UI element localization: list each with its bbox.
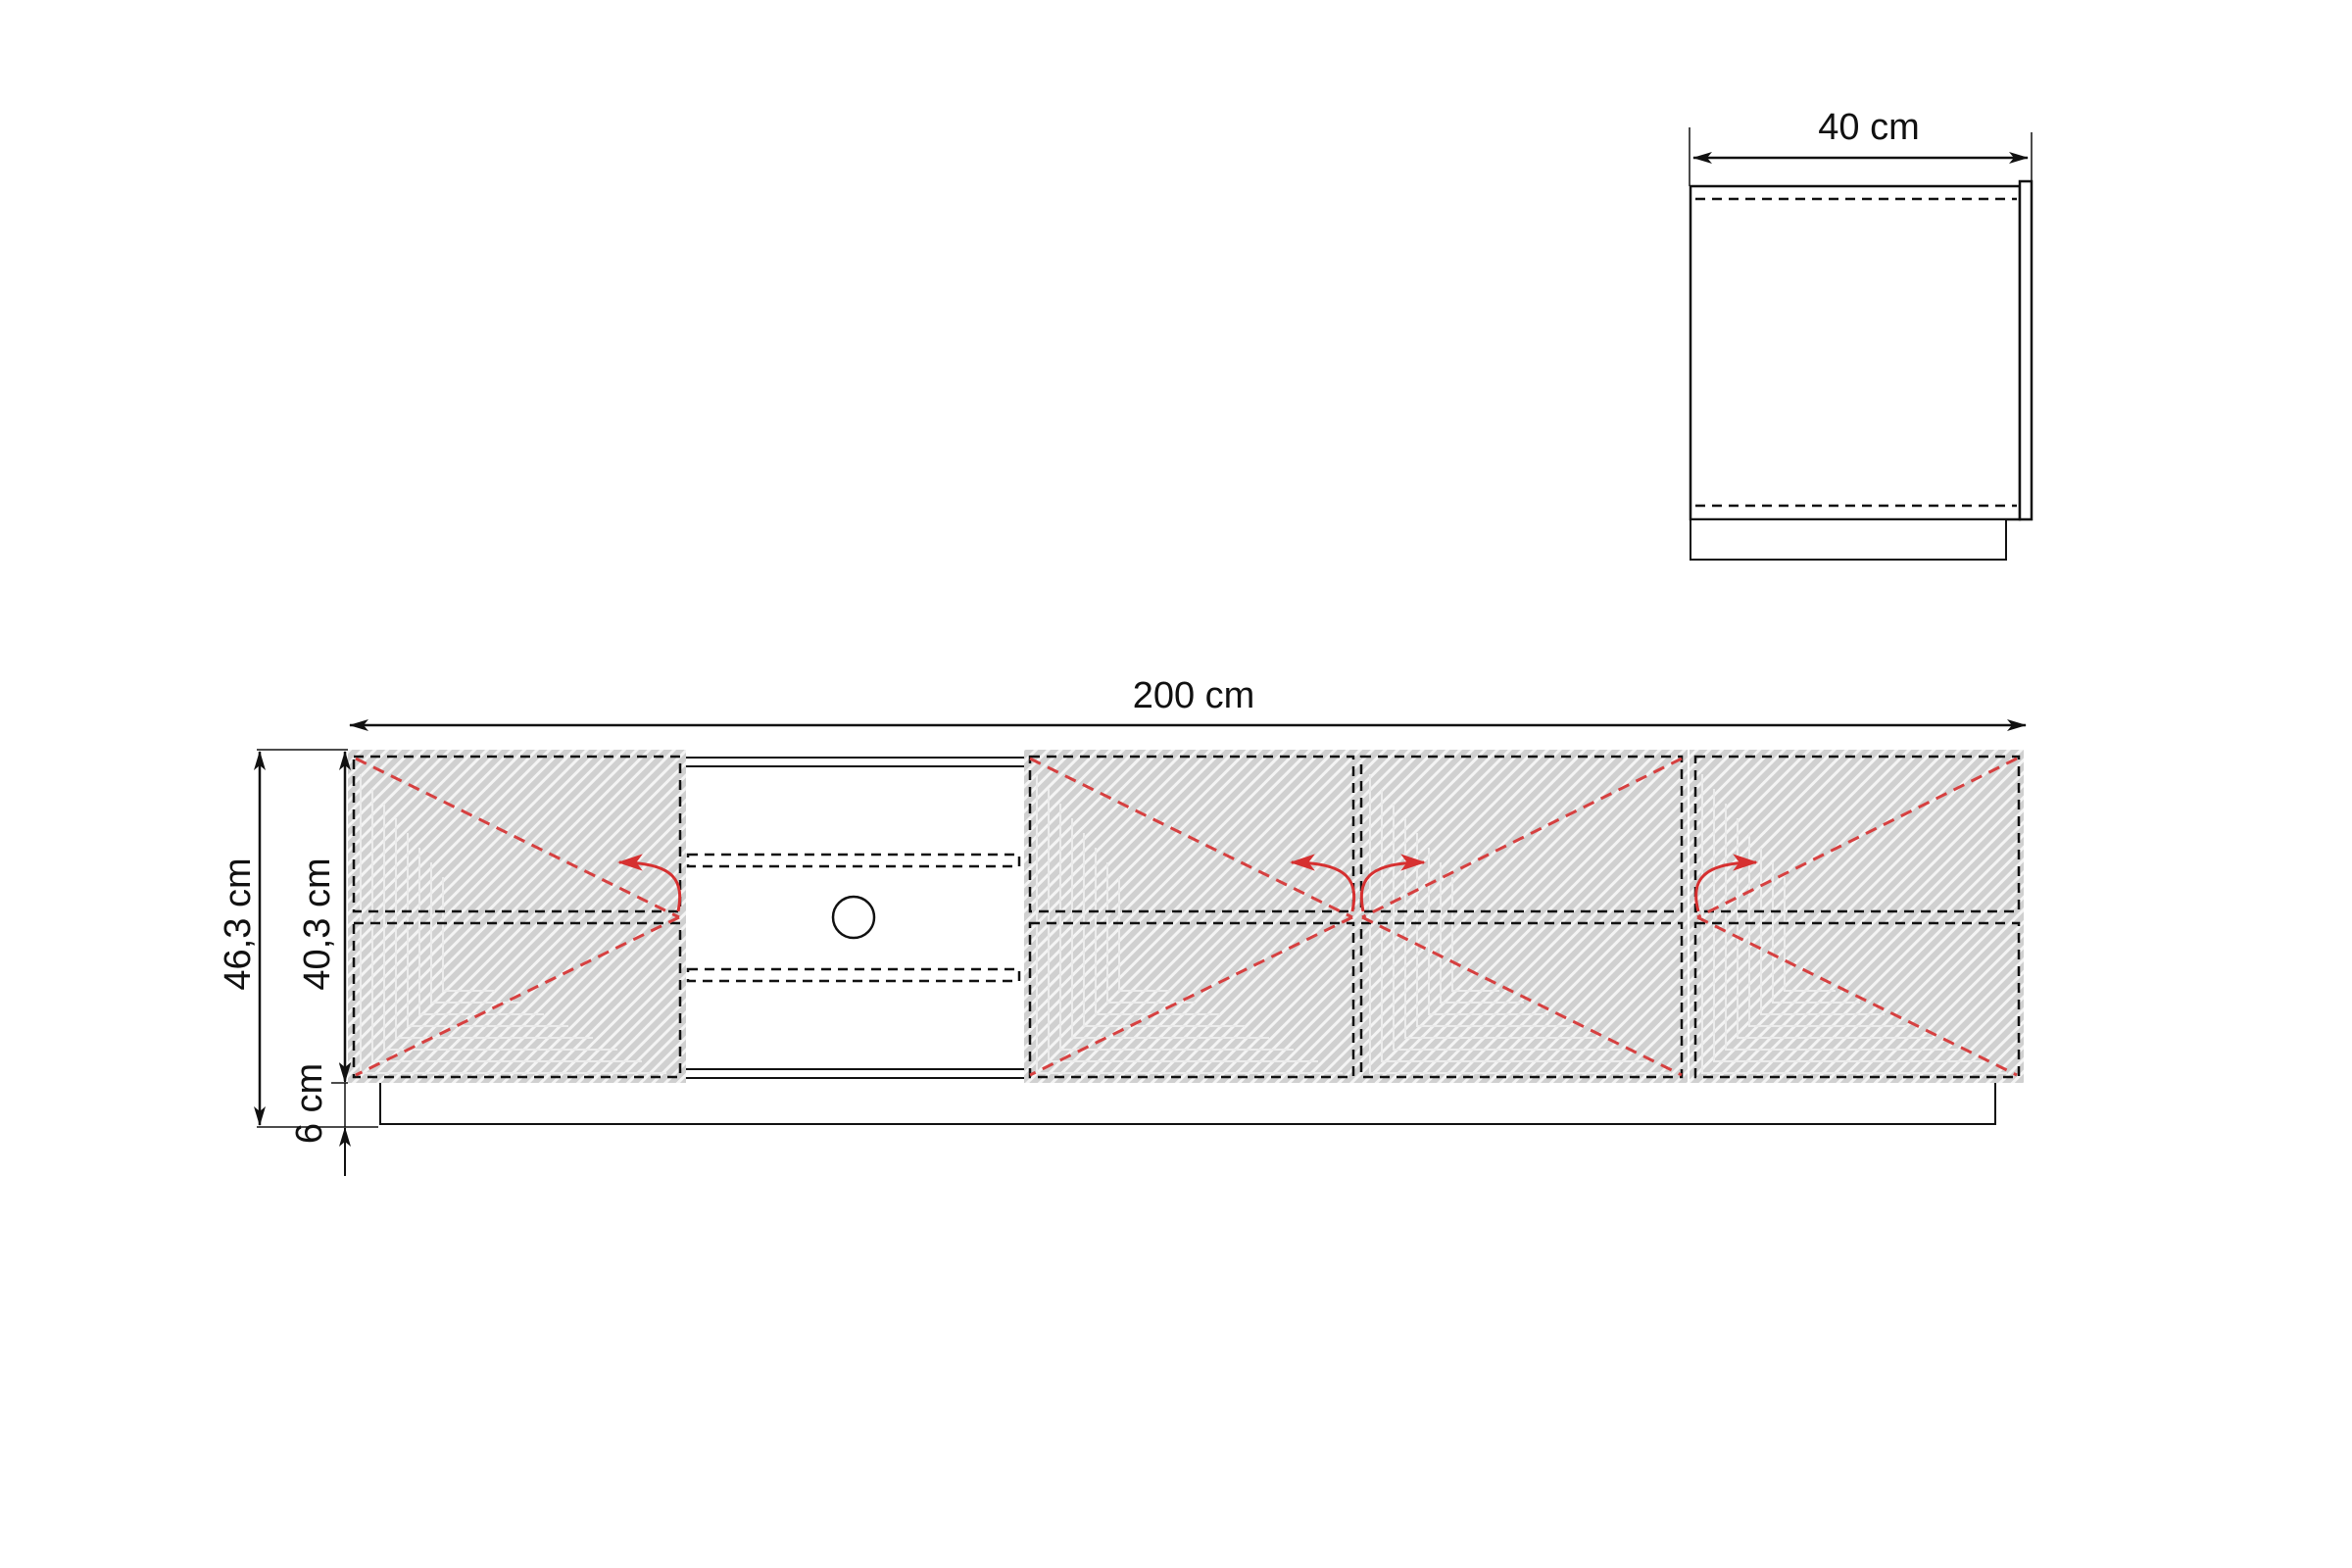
side-base — [1690, 518, 2007, 561]
door-panel — [1357, 750, 1688, 1083]
door-dashed-border-bottom — [1693, 921, 2021, 1079]
opening-line-upper — [355, 757, 680, 919]
total-height-label: 46,3 cm — [218, 858, 259, 990]
opening-line-upper — [1361, 757, 1683, 919]
side-door-panel — [2018, 179, 2034, 521]
door-dashed-border-top — [1359, 755, 1684, 913]
chevron-pattern — [1369, 774, 1671, 1074]
middle-right-door[interactable] — [1357, 750, 1688, 1083]
right-door[interactable] — [1690, 750, 2024, 1083]
opening-line-upper — [1696, 757, 2018, 919]
front-width-label: 200 cm — [1133, 675, 1255, 716]
chevron-pattern — [360, 774, 666, 1074]
left-door[interactable] — [348, 750, 686, 1083]
open-compartment — [686, 757, 1024, 1079]
base-height-label: 6 cm — [289, 1063, 330, 1144]
chevron-pattern — [1036, 774, 1343, 1074]
door-dashed-border-bottom — [1359, 921, 1684, 1079]
body-height-label: 40,3 cm — [297, 858, 338, 990]
side-body — [1689, 184, 2022, 521]
opening-line-lower — [1361, 915, 1683, 1077]
door-dashed-border-bottom — [1028, 921, 1355, 1079]
door-panel — [1024, 750, 1357, 1083]
side-view: 40 cm — [1689, 107, 2034, 561]
opening-line-lower — [1029, 915, 1353, 1077]
front-view: 200 cm — [218, 675, 2027, 1176]
upper-shelf — [686, 853, 1021, 868]
opening-line-lower — [1696, 915, 2018, 1077]
lower-shelf — [686, 967, 1021, 983]
chevron-pattern — [1701, 774, 2007, 1074]
front-base — [379, 1083, 1996, 1125]
opening-arrow-icon — [1694, 854, 1759, 912]
opening-line-lower — [355, 915, 680, 1077]
cable-hole-icon — [831, 895, 876, 940]
opening-arrow-icon — [1289, 854, 1356, 912]
opening-arrow-icon — [1359, 854, 1427, 912]
opening-line-upper — [1029, 757, 1353, 919]
door-panel — [348, 750, 686, 1083]
side-width-label: 40 cm — [1818, 107, 1919, 148]
door-dashed-border-top — [352, 755, 682, 913]
door-dashed-border-top — [1693, 755, 2021, 913]
door-dashed-border-top — [1028, 755, 1355, 913]
opening-arrow-icon — [616, 854, 682, 912]
door-panel — [1690, 750, 2024, 1083]
middle-left-door[interactable] — [1024, 750, 1357, 1083]
door-dashed-border-bottom — [352, 921, 682, 1079]
